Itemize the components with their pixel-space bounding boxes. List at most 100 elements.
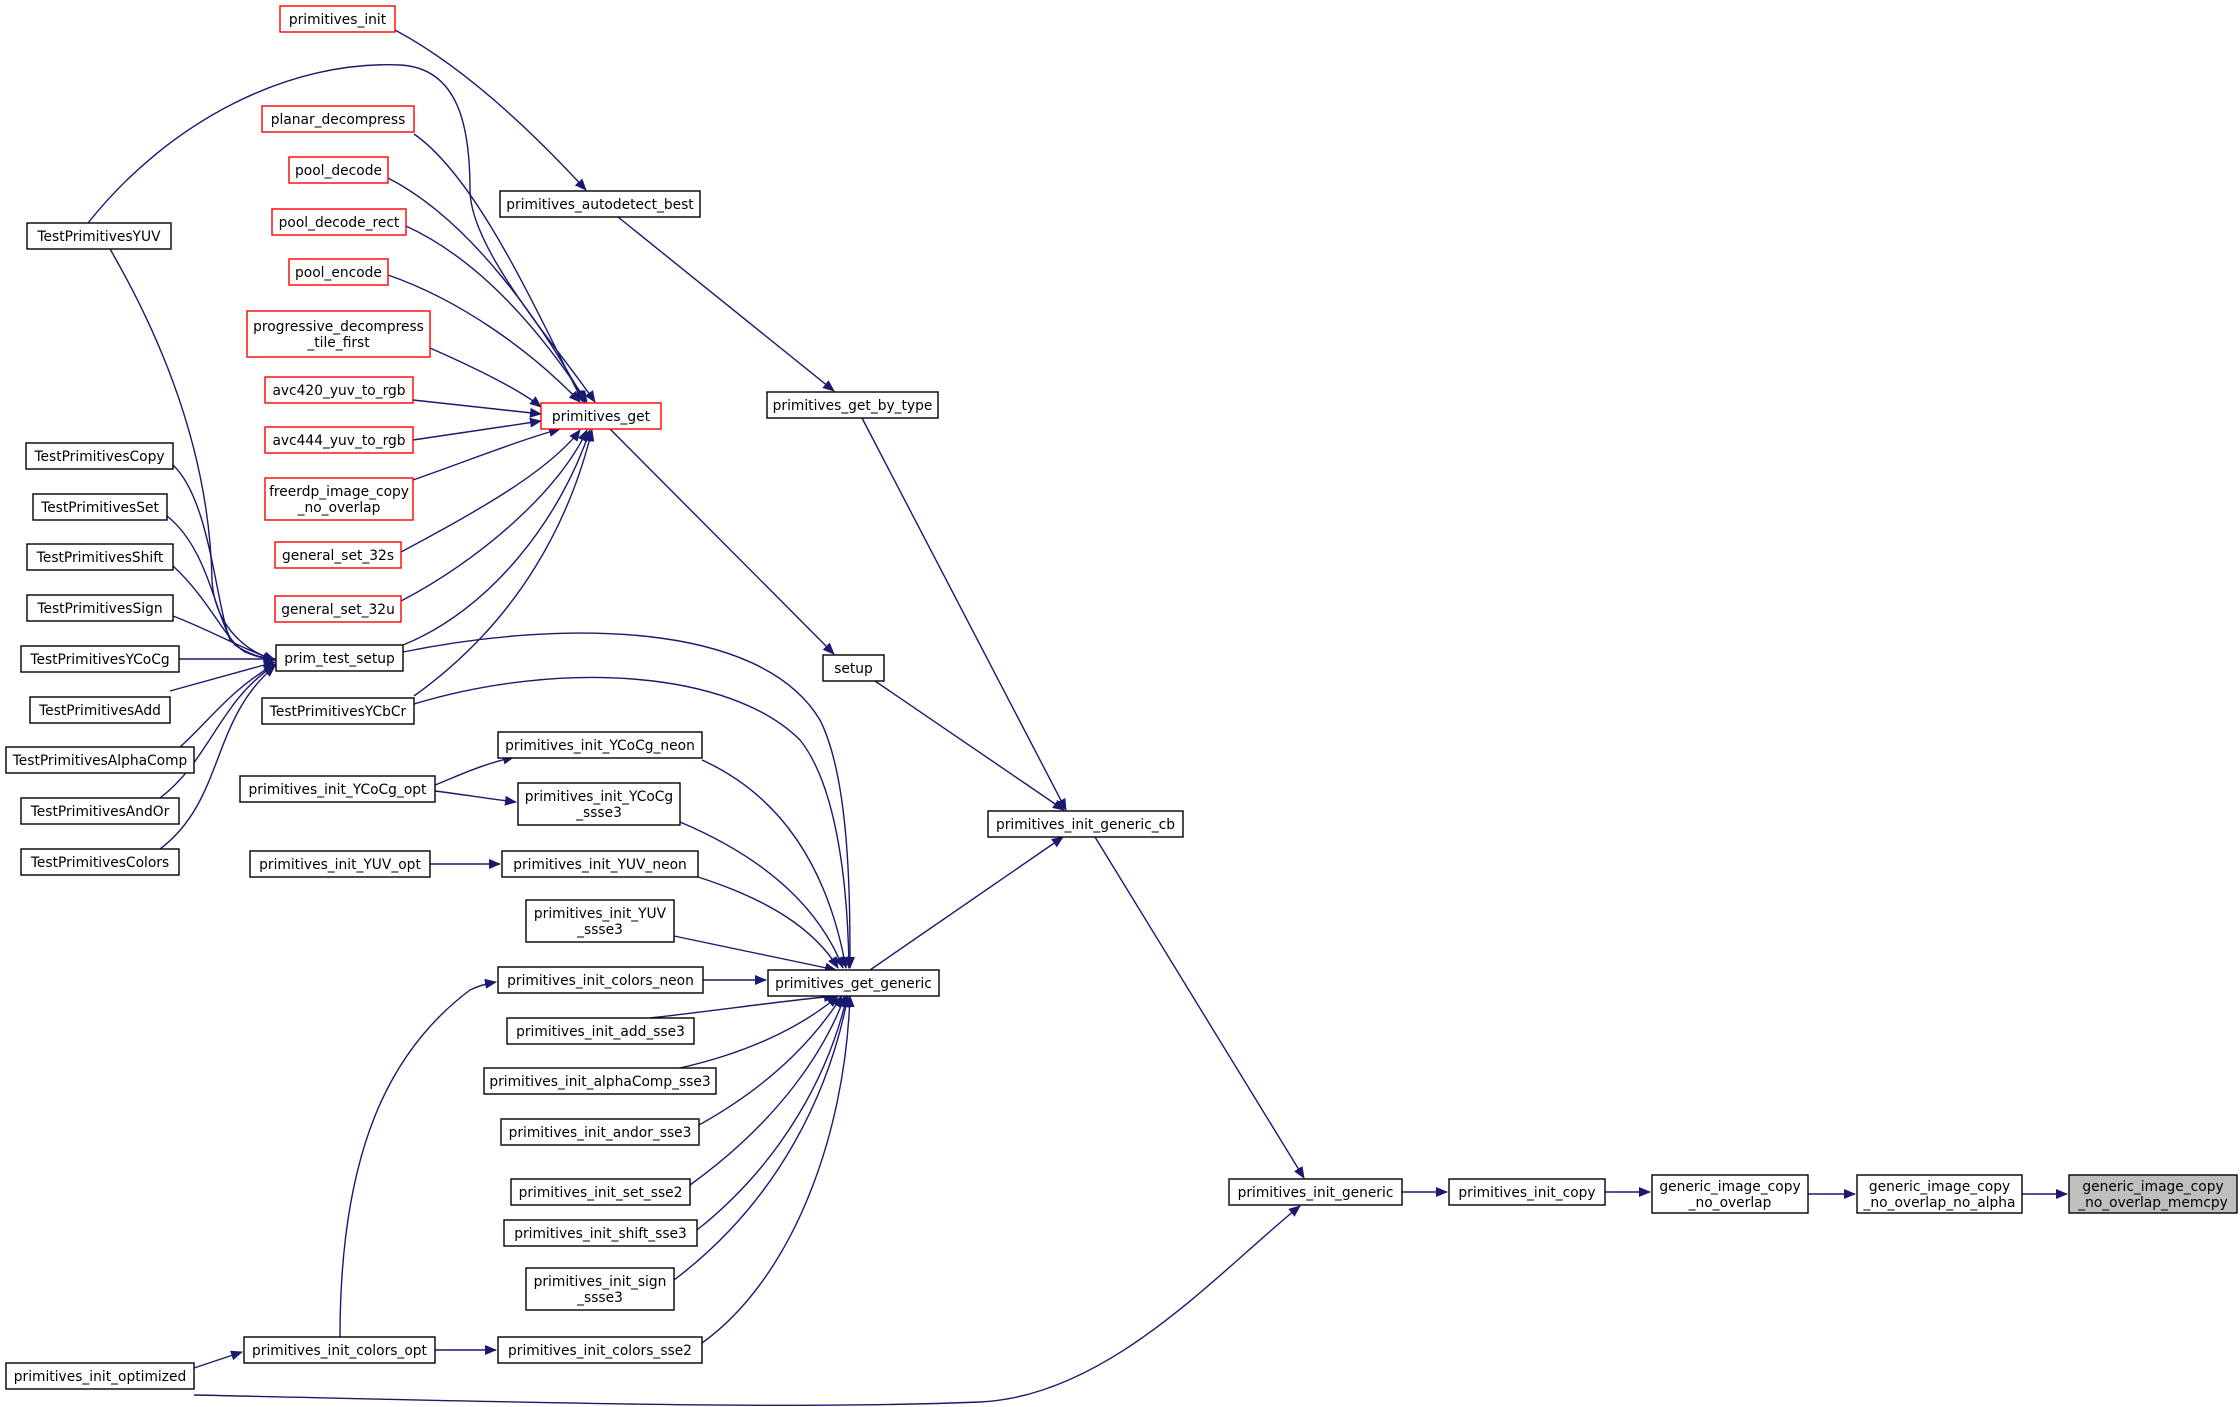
node-label: primitives_init_YCoCg — [525, 789, 673, 805]
node-pooldecode[interactable]: pool_decode — [288, 156, 389, 184]
node-label: primitives_init_generic — [1238, 1185, 1394, 1201]
node-label: primitives_init_generic_cb — [996, 817, 1175, 833]
node-pooldecoderect[interactable]: pool_decode_rect — [271, 208, 407, 236]
edge-ycocgssse3-to-getgeneric — [679, 821, 844, 969]
edge-alphasse3-to-getgeneric — [679, 995, 839, 1069]
node-label: primitives_init_andor_sse3 — [509, 1125, 692, 1141]
node-initgenericcb[interactable]: primitives_init_generic_cb — [987, 810, 1184, 838]
node-signssse3[interactable]: primitives_init_sign_ssse3 — [525, 1267, 675, 1311]
node-box — [20, 645, 180, 673]
node-progressive[interactable]: progressive_decompress_tile_first — [246, 310, 431, 358]
node-tpycbcr[interactable]: TestPrimitivesYCbCr — [261, 697, 415, 725]
node-nooverlap[interactable]: generic_image_copy_no_overlap — [1651, 1174, 1809, 1214]
node-label: primitives_init_YUV_opt — [259, 857, 421, 873]
node-label: _no_overlap — [297, 500, 381, 516]
node-addsse3[interactable]: primitives_init_add_sse3 — [506, 1017, 695, 1045]
node-label: planar_decompress — [271, 112, 406, 128]
node-box — [271, 208, 407, 236]
edge-colorsopt-to-colorsneon — [339, 978, 497, 1338]
node-avc444[interactable]: avc444_yuv_to_rgb — [264, 426, 414, 454]
node-box — [497, 966, 704, 994]
node-avc420[interactable]: avc420_yuv_to_rgb — [264, 376, 414, 404]
node-freerdp[interactable]: freerdp_image_copy_no_overlap — [264, 477, 414, 521]
node-label: primitives_init_copy — [1458, 1185, 1595, 1201]
node-box — [249, 850, 431, 878]
node-box — [1448, 1178, 1606, 1206]
node-colorsopt[interactable]: primitives_init_colors_opt — [243, 1336, 436, 1364]
node-primget[interactable]: primitives_get — [540, 402, 662, 430]
node-box — [243, 1336, 436, 1364]
node-yuvopt[interactable]: primitives_init_YUV_opt — [249, 850, 431, 878]
node-box — [497, 1336, 703, 1364]
node-planar[interactable]: planar_decompress — [261, 105, 415, 133]
node-label: primitives_get_generic — [775, 976, 932, 992]
node-box — [540, 402, 662, 430]
node-tpcopy[interactable]: TestPrimitivesCopy — [25, 442, 174, 470]
node-tpandor[interactable]: TestPrimitivesAndOr — [20, 797, 180, 825]
node-initoptimized[interactable]: primitives_init_optimized — [5, 1362, 195, 1390]
node-priminit[interactable]: primitives_init — [279, 5, 396, 33]
node-box — [499, 190, 701, 218]
node-autodetect[interactable]: primitives_autodetect_best — [499, 190, 701, 218]
edge-yuvneon-to-getgeneric — [697, 876, 839, 969]
node-gset32u[interactable]: general_set_32u — [274, 595, 402, 623]
node-setup[interactable]: setup — [822, 654, 885, 682]
node-initcopy[interactable]: primitives_init_copy — [1448, 1178, 1606, 1206]
node-tpshift[interactable]: TestPrimitivesShift — [26, 543, 174, 571]
edge-tpyuv-to-primget — [87, 64, 596, 403]
node-box — [26, 222, 172, 250]
edge-initgenericcb-to-initgeneric — [1094, 836, 1305, 1179]
node-andorsse3[interactable]: primitives_init_andor_sse3 — [500, 1118, 700, 1146]
node-alphasse3[interactable]: primitives_init_alphaComp_sse3 — [483, 1067, 717, 1095]
node-box — [822, 654, 885, 682]
node-box — [26, 594, 174, 622]
edge-andorsse3-to-getgeneric — [698, 995, 843, 1126]
node-initgeneric[interactable]: primitives_init_generic — [1228, 1178, 1403, 1206]
node-box — [20, 797, 180, 825]
node-box — [503, 1219, 698, 1247]
edge-avc420-to-primget — [412, 399, 542, 418]
node-focus[interactable]: generic_image_copy_no_overlap_memcpy — [2068, 1174, 2238, 1214]
node-tpadd[interactable]: TestPrimitivesAdd — [29, 696, 171, 724]
node-label: _ssse3 — [576, 1290, 623, 1306]
node-shiftsse3[interactable]: primitives_init_shift_sse3 — [503, 1219, 698, 1247]
node-getgeneric[interactable]: primitives_get_generic — [767, 969, 940, 997]
node-tpsign[interactable]: TestPrimitivesSign — [26, 594, 174, 622]
node-tpalpha[interactable]: TestPrimitivesAlphaComp — [5, 746, 195, 774]
node-box — [20, 848, 180, 876]
node-ycocgopt[interactable]: primitives_init_YCoCg_opt — [239, 775, 436, 803]
node-label: TestPrimitivesYCoCg — [29, 652, 169, 668]
node-box — [274, 595, 402, 623]
node-noalpha[interactable]: generic_image_copy_no_overlap_no_alpha — [1856, 1174, 2023, 1214]
node-tpyuv[interactable]: TestPrimitivesYUV — [26, 222, 172, 250]
edge-setup-to-initgenericcb — [874, 680, 1065, 811]
node-label: primitives_autodetect_best — [506, 197, 694, 213]
edge-tpycbcr-to-primget — [413, 429, 595, 697]
node-label: TestPrimitivesAndOr — [30, 804, 170, 820]
node-tpycocg[interactable]: TestPrimitivesYCoCg — [20, 645, 180, 673]
node-box — [32, 493, 168, 521]
node-label: generic_image_copy — [1659, 1179, 1800, 1195]
node-label: primitives_init_optimized — [14, 1369, 186, 1385]
node-getbytype[interactable]: primitives_get_by_type — [766, 391, 939, 419]
node-tpset[interactable]: TestPrimitivesSet — [32, 493, 168, 521]
node-box — [261, 697, 415, 725]
edge-priminit-to-autodetect — [394, 29, 587, 191]
node-label: TestPrimitivesCopy — [33, 449, 164, 465]
node-gset32s[interactable]: general_set_32s — [274, 541, 402, 569]
node-yuvssse3[interactable]: primitives_init_YUV_ssse3 — [525, 899, 675, 943]
edge-tpyuv-to-primtest — [109, 248, 276, 662]
node-ycocgneon[interactable]: primitives_init_YCoCg_neon — [497, 731, 703, 759]
node-setsse2[interactable]: primitives_init_set_sse2 — [510, 1178, 691, 1206]
node-label: primitives_init_sign — [534, 1274, 667, 1290]
node-ycocgssse3[interactable]: primitives_init_YCoCg_ssse3 — [517, 782, 681, 826]
node-colorssse2[interactable]: primitives_init_colors_sse2 — [497, 1336, 703, 1364]
node-primtest[interactable]: prim_test_setup — [275, 644, 404, 672]
node-colorsneon[interactable]: primitives_init_colors_neon — [497, 966, 704, 994]
node-yuvneon[interactable]: primitives_init_YUV_neon — [501, 850, 699, 878]
node-tpcolors[interactable]: TestPrimitivesColors — [20, 848, 180, 876]
edge-tpalpha-to-primtest — [179, 663, 276, 748]
node-poolencode[interactable]: pool_encode — [288, 258, 389, 286]
node-label: primitives_init_colors_opt — [252, 1343, 427, 1359]
edge-initoptimized-to-colorsopt — [193, 1350, 243, 1369]
